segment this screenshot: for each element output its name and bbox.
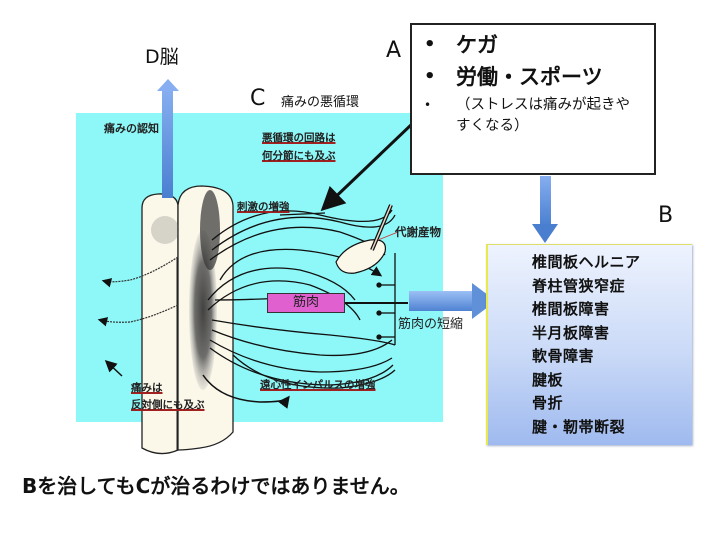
disease-item: 腱・靭帯断裂 bbox=[532, 417, 626, 436]
cause-item: • ケガ bbox=[418, 29, 648, 61]
muscle-to-disease-arrow bbox=[409, 283, 496, 319]
conclusion-text: Bを治してもCが治るわけではありません。 bbox=[22, 474, 410, 498]
bullet-icon: • bbox=[424, 66, 436, 87]
opposite-side-arrow bbox=[104, 359, 123, 377]
pain-recognition-label: 痛みの認知 bbox=[104, 122, 159, 135]
stimulus-line bbox=[279, 212, 326, 216]
cause-item: • （ストレスは痛みが起きやすくなる） bbox=[418, 95, 648, 137]
pain-cycle-title: 痛みの悪循環 bbox=[281, 95, 360, 110]
cause-text: ケガ bbox=[456, 33, 498, 57]
bullet-icon: • bbox=[424, 98, 432, 112]
disease-box: 椎間板ヘルニア 脊柱管狭窄症 椎間板障害 半月板障害 軟骨障害 腱板 骨折 腱・… bbox=[486, 244, 692, 445]
stimulus-label: 刺激の増強 bbox=[237, 201, 290, 213]
label-c: C bbox=[250, 86, 266, 111]
label-b: B bbox=[658, 203, 674, 228]
cause-pointer-arrow bbox=[320, 122, 414, 212]
disease-item: 椎間板障害 bbox=[532, 300, 610, 318]
disease-item: 軟骨障害 bbox=[532, 347, 595, 365]
label-a: A bbox=[386, 38, 402, 63]
brain-up-arrow bbox=[157, 79, 179, 198]
disease-item: 半月板障害 bbox=[532, 323, 610, 342]
circuit-label-line1: 悪循環の回路は bbox=[262, 132, 336, 144]
metabolites-label: 代謝産物 bbox=[395, 225, 441, 239]
disease-item: 骨折 bbox=[532, 394, 564, 412]
nerve-fibers bbox=[207, 209, 396, 389]
cause-box: • ケガ • 労働・スポーツ • （ストレスは痛みが起きやすくなる） bbox=[410, 23, 656, 175]
cause-text: 労働・スポーツ bbox=[456, 65, 603, 89]
efferent-arrow bbox=[202, 374, 290, 409]
opposite-label-line1: 痛みは bbox=[131, 382, 163, 394]
metabolite-site bbox=[335, 204, 399, 274]
efferent-label: 遠心性インパルスの増強 bbox=[260, 379, 376, 391]
disease-item: 腱板 bbox=[532, 370, 564, 389]
contralateral-fibers bbox=[97, 256, 179, 327]
muscle-shortening-label: 筋肉の短縮 bbox=[398, 317, 464, 332]
spinal-cord bbox=[141, 185, 234, 455]
cause-to-disease-arrow bbox=[532, 176, 558, 243]
bullet-icon: • bbox=[424, 34, 436, 55]
disease-item: 脊柱管狭窄症 bbox=[532, 276, 626, 295]
cause-item: • 労働・スポーツ bbox=[418, 61, 648, 93]
muscle-block: 筋肉 bbox=[267, 293, 345, 313]
circuit-label-line2: 何分節にも及ぶ bbox=[262, 150, 336, 162]
brain-label: D脳 bbox=[145, 46, 179, 68]
opposite-label-line2: 反対側にも及ぶ bbox=[131, 399, 205, 411]
disease-item: 椎間板ヘルニア bbox=[532, 253, 641, 271]
cause-text-stress: （ストレスは痛みが起きやすくなる） bbox=[456, 97, 630, 134]
motor-bracket bbox=[345, 253, 408, 345]
